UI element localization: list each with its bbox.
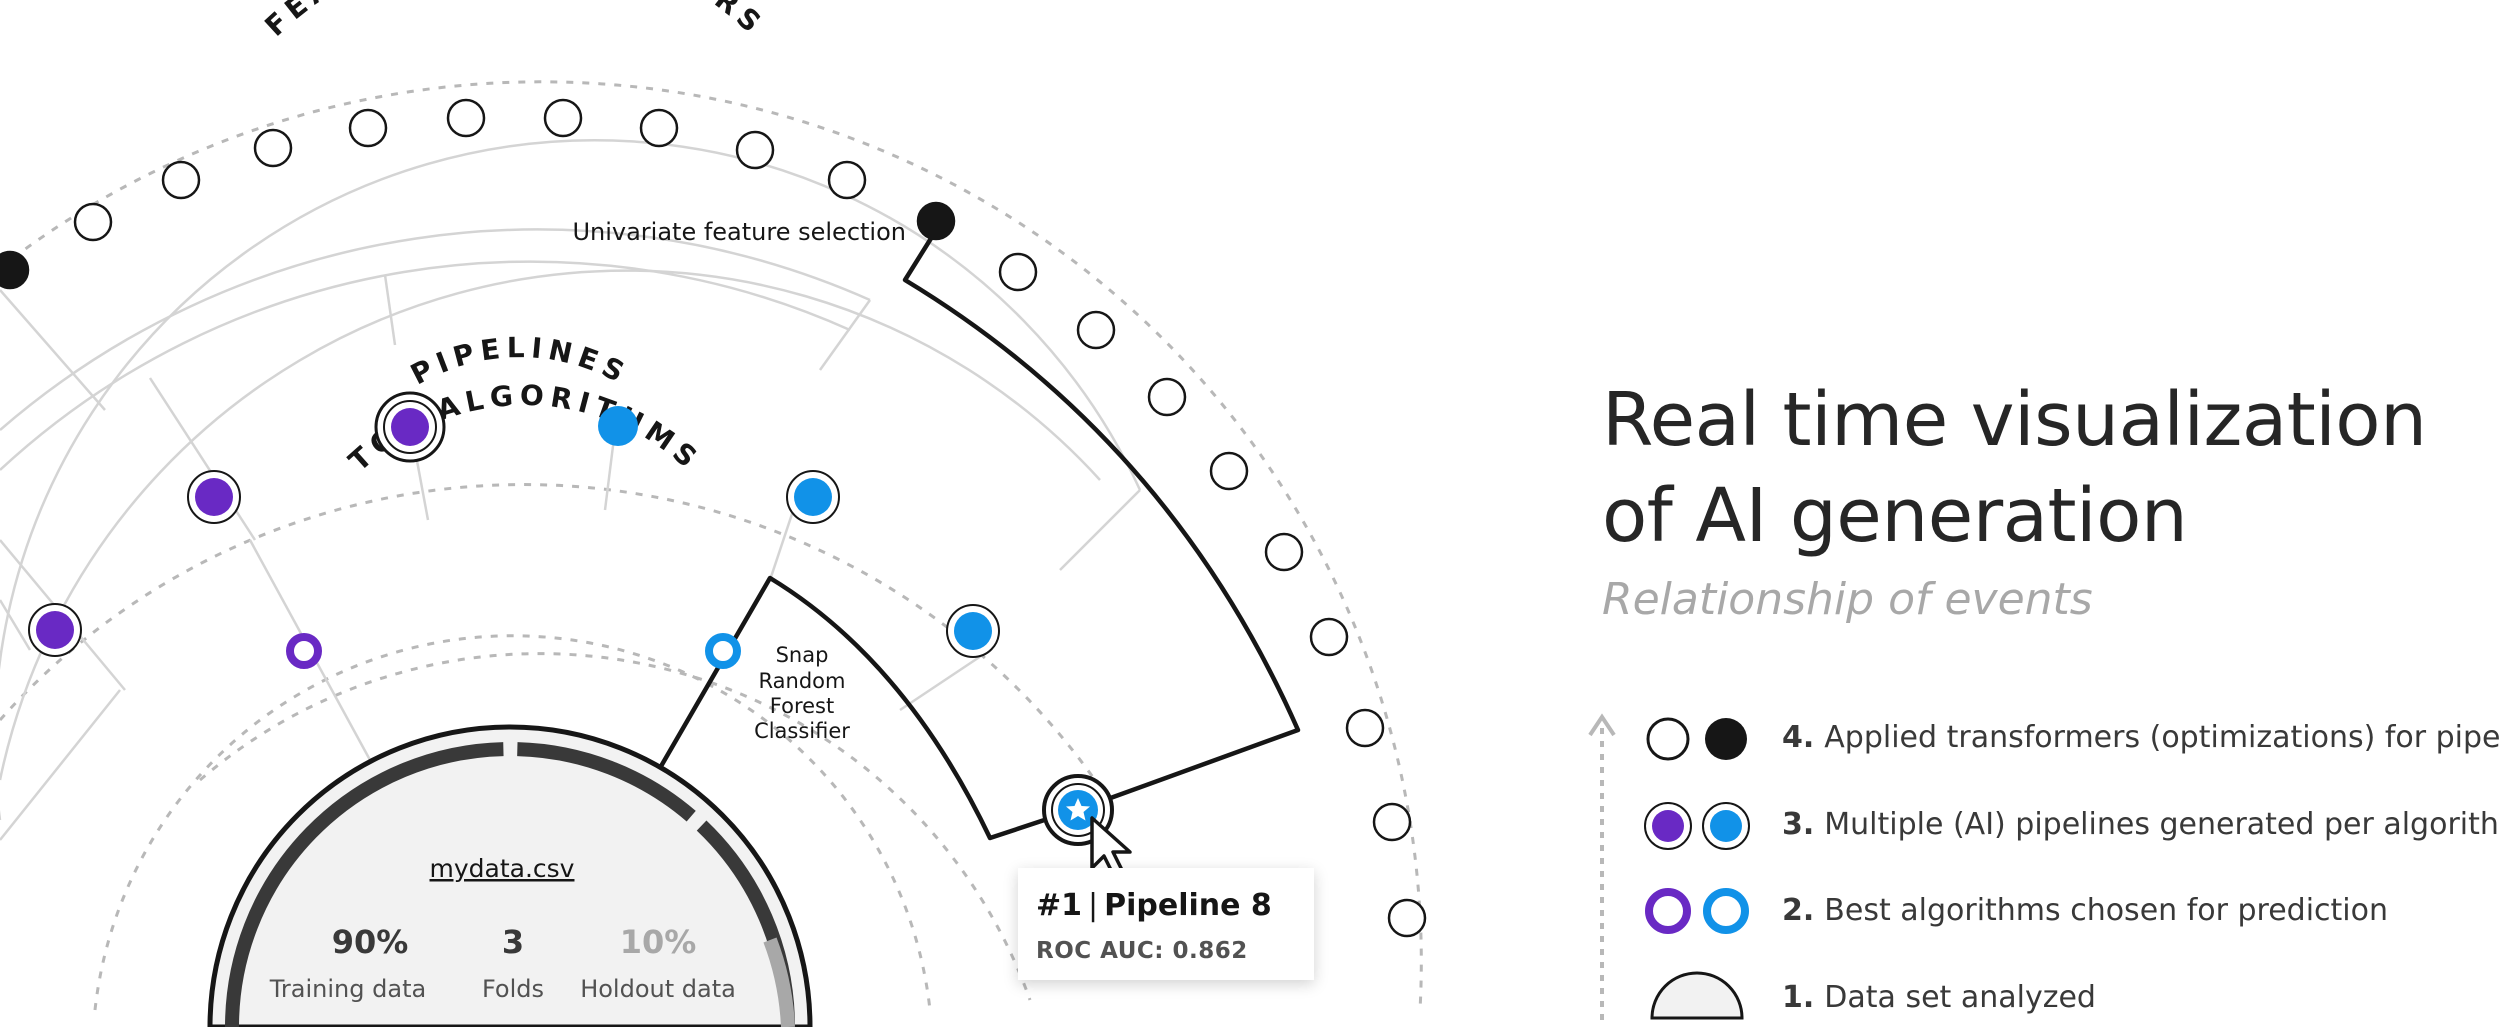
legend-item-transformers: 4.Applied transformers (optimizations) f… (1782, 720, 2500, 755)
legend-item-algorithms: 2.Best algorithms chosen for prediction (1782, 893, 2388, 928)
pipeline-tooltip: #1|Pipeline 8 ROC AUC: 0.862 (1018, 868, 1314, 980)
pipeline-node-purple (374, 391, 446, 463)
transformer-node-selected (916, 201, 956, 241)
page-subtitle: Relationship of events (1602, 574, 2093, 625)
algorithm-node-blue (705, 633, 741, 669)
pipeline-node-purple (28, 603, 82, 657)
transformer-node (446, 98, 486, 138)
pipeline-node-purple (187, 470, 241, 524)
legend-item-pipelines: 3.Multiple (AI) pipelines generated per … (1782, 807, 2500, 842)
title-line-2: of AI generation (1602, 473, 2188, 559)
tooltip-metric: ROC AUC: 0.862 (1036, 938, 1248, 964)
transformer-node (1147, 377, 1187, 417)
stat-training-label: Training data (269, 975, 426, 1003)
transformer-node (253, 128, 293, 168)
transformer-nodes[interactable] (0, 98, 1427, 938)
title-line-1: Real time visualization (1602, 377, 2427, 463)
transformer-node (1264, 532, 1304, 572)
dataset-node[interactable] (207, 724, 813, 1027)
transformer-node (998, 252, 1038, 292)
transformer-node (1387, 898, 1427, 938)
univariate-label: Univariate feature selection (572, 218, 906, 246)
pipeline-nodes[interactable] (28, 391, 1114, 846)
legend-item-dataset: 1.Data set analyzed (1782, 980, 2096, 1015)
transformer-node (73, 202, 113, 242)
legend-icon-dataset (1650, 971, 1744, 1020)
transformer-node (0, 250, 30, 290)
svg-text:Snap: Snap (776, 643, 829, 667)
transformer-node (1372, 802, 1412, 842)
legend-graphics (1588, 713, 1750, 1020)
guide-ring-algorithms (199, 652, 1032, 1001)
algorithm-label: Snap Random Forest Classifier (754, 643, 850, 743)
tooltip-title: #1|Pipeline 8 (1036, 888, 1272, 923)
svg-text:Forest: Forest (770, 694, 834, 718)
ring-label-pipelines: PIPELINES (405, 331, 635, 391)
stat-folds-label: Folds (482, 975, 544, 1003)
ring-label-feature-transformers: FEATURE TRANSFORMERS (258, 0, 771, 43)
pipeline-node-blue (946, 604, 1000, 658)
dataset-filename: mydata.csv (430, 854, 575, 883)
stat-training-value: 90% (332, 923, 409, 961)
transformer-node (543, 98, 583, 138)
legend-icon-pipelines (1644, 802, 1750, 850)
svg-text:Random: Random (759, 669, 846, 693)
guide-ring-inner (93, 634, 932, 1011)
transformer-node (639, 108, 679, 148)
algorithm-node-purple (286, 633, 322, 669)
legend-icon-transformers (1646, 717, 1747, 761)
transformer-node (827, 160, 867, 200)
dotted-guide-rings (0, 80, 1423, 1011)
transformer-node (735, 130, 775, 170)
transformer-node (161, 160, 201, 200)
svg-text:Classifier: Classifier (754, 719, 850, 743)
legend-arrow (1588, 713, 1616, 1020)
dataset-stats: 90% Training data 3 Folds 10% Holdout da… (269, 923, 736, 1003)
star-icon (1066, 798, 1090, 821)
stat-holdout-label: Holdout data (580, 975, 736, 1003)
pipeline-node-blue (786, 470, 840, 524)
stat-holdout-value: 10% (620, 923, 697, 961)
tooltip-rank: #1 (1036, 888, 1083, 923)
transformer-node (1309, 617, 1349, 657)
tooltip-pipeline-name: Pipeline 8 (1104, 888, 1272, 923)
transformer-node (348, 108, 388, 148)
stat-folds-value: 3 (502, 923, 524, 961)
tooltip-separator: | (1088, 888, 1099, 923)
pipeline-node-blue (598, 406, 638, 446)
legend-icon-algorithms (1645, 888, 1749, 934)
algorithm-nodes[interactable] (286, 633, 741, 669)
transformer-node (1076, 310, 1116, 350)
ai-generation-diagram: FEATURE TRANSFORMERS PIPELINES TOP ALGOR… (0, 0, 1427, 1027)
transformer-node (1209, 451, 1249, 491)
transformer-node (1345, 708, 1385, 748)
page-title: Real time visualization of AI generation (1602, 372, 2427, 564)
guide-ring-pipelines (0, 483, 1117, 811)
selected-pipeline-path (658, 230, 1301, 841)
